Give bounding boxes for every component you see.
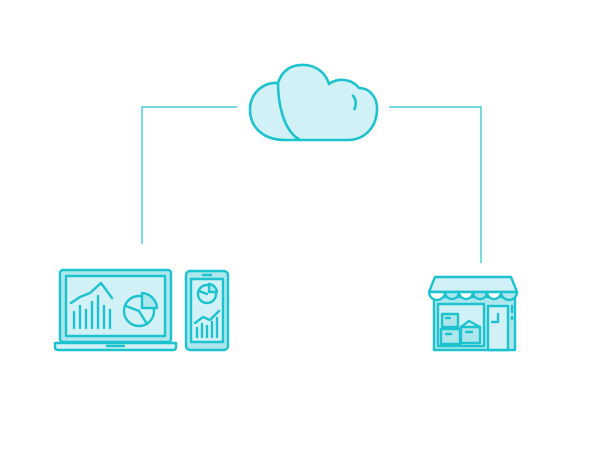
storefront-icon: [427, 275, 519, 352]
connector-cloud-store: [389, 106, 482, 263]
awning-icon: [427, 290, 519, 302]
boxes-icon: [439, 312, 482, 346]
laptop-dashboard-icon: [53, 268, 178, 352]
bar-chart-icon: [69, 281, 114, 330]
mobile-dashboard-icon: [184, 269, 230, 352]
phone-pie-chart-icon: [196, 282, 219, 305]
phone-bar-chart-icon: [193, 309, 221, 339]
cloud-icon: [248, 63, 379, 142]
pie-chart-icon: [122, 291, 159, 328]
connector-cloud-devices: [141, 106, 237, 244]
